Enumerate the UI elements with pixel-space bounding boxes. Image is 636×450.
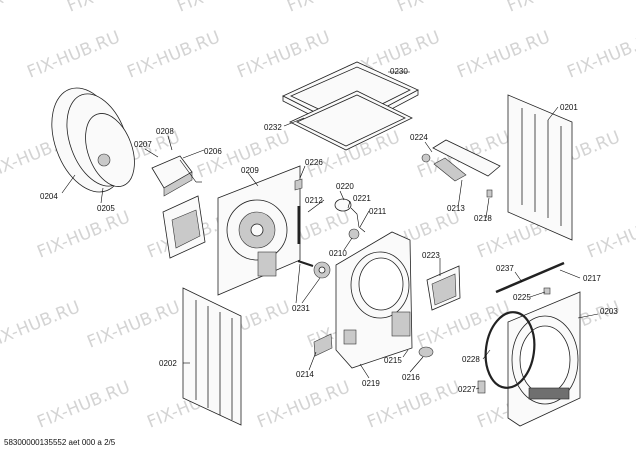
watermark-text: FIX-HUB.RU [564, 27, 636, 82]
label-0220: 0220 [336, 182, 354, 191]
watermark-text: FIX-HUB.RU [414, 297, 513, 352]
door-frame-assembly [51, 87, 135, 193]
valve-cap [418, 346, 434, 358]
label-0224: 0224 [410, 133, 428, 142]
watermark-text: FIX-HUB.RU [174, 0, 273, 17]
left-side-panel [182, 287, 242, 426]
label-0208: 0208 [156, 127, 174, 136]
small-plug [294, 178, 303, 191]
label-0206: 0206 [204, 147, 222, 156]
label-0204: 0204 [40, 192, 58, 201]
watermark-text: FIX-HUB.RU [34, 377, 133, 432]
label-0218: 0218 [474, 214, 492, 223]
motor-bracket [313, 333, 333, 357]
label-0216: 0216 [402, 373, 420, 382]
lint-duct-cover [162, 195, 206, 259]
watermark-text: FIX-HUB.RU [0, 0, 73, 17]
watermark-text: FIX-HUB.RU [64, 0, 163, 17]
shaft-bolt-and-pulley [297, 260, 331, 279]
watermark-text: FIX-HUB.RU [284, 0, 383, 17]
watermark-text: FIX-HUB.RU [84, 297, 183, 352]
part-labels: 0230 0232 0201 0208 0207 0206 0204 0205 … [40, 67, 618, 394]
label-0225: 0225 [513, 293, 531, 302]
label-0210: 0210 [329, 249, 347, 258]
label-0211: 0211 [369, 207, 387, 216]
label-0201: 0201 [560, 103, 578, 112]
label-0227: 0227 [458, 385, 476, 394]
insulation-panel [289, 90, 413, 151]
parts-drawing [51, 61, 581, 427]
label-0213: 0213 [447, 204, 465, 213]
door-lock-module [151, 155, 202, 197]
label-0215: 0215 [384, 356, 402, 365]
label-0214: 0214 [296, 370, 314, 379]
watermark-text: FIX-HUB.RU [0, 297, 83, 352]
label-0207: 0207 [134, 140, 152, 149]
label-0237: 0237 [496, 264, 514, 273]
label-0202: 0202 [159, 359, 177, 368]
door-catch [477, 380, 486, 394]
watermark-text: FIX-HUB.RU [254, 377, 353, 432]
upper-crossbar [495, 261, 565, 295]
front-panel [507, 291, 581, 427]
control-rail [421, 139, 501, 198]
watermark-text: FIX-HUB.RU [504, 0, 603, 17]
label-0212: 0212 [305, 196, 323, 205]
label-0219: 0219 [362, 379, 380, 388]
door-seal-ring [484, 311, 536, 389]
watermark-text: FIX-HUB.RU [234, 27, 333, 82]
watermark-text: FIX-HUB.RU [394, 0, 493, 17]
label-0223: 0223 [422, 251, 440, 260]
watermark-text: FIX-HUB.RU [24, 27, 123, 82]
document-id: 58300000135552 aet 000 a 2/5 [4, 438, 116, 447]
rear-panel-fan [217, 165, 301, 296]
front-bearing-shield [335, 231, 413, 369]
watermark-text: FIX-HUB.RU [584, 207, 636, 262]
watermark-text: FIX-HUB.RU [34, 207, 133, 262]
leader-lines [61, 71, 599, 390]
label-0228: 0228 [462, 355, 480, 364]
label-0221: 0221 [353, 194, 371, 203]
right-side-panel [507, 94, 573, 241]
watermark-text: FIX-HUB.RU [124, 27, 223, 82]
label-0217: 0217 [583, 274, 601, 283]
label-0203: 0203 [600, 307, 618, 316]
label-0226: 0226 [305, 158, 323, 167]
filter-housing [426, 265, 461, 311]
label-0209: 0209 [241, 166, 259, 175]
label-0231: 0231 [292, 304, 310, 313]
label-0205: 0205 [97, 204, 115, 213]
temperature-sensor-parts [334, 198, 366, 240]
label-0232: 0232 [264, 123, 282, 132]
watermark-text: FIX-HUB.RU [454, 27, 553, 82]
label-0230: 0230 [390, 67, 408, 76]
